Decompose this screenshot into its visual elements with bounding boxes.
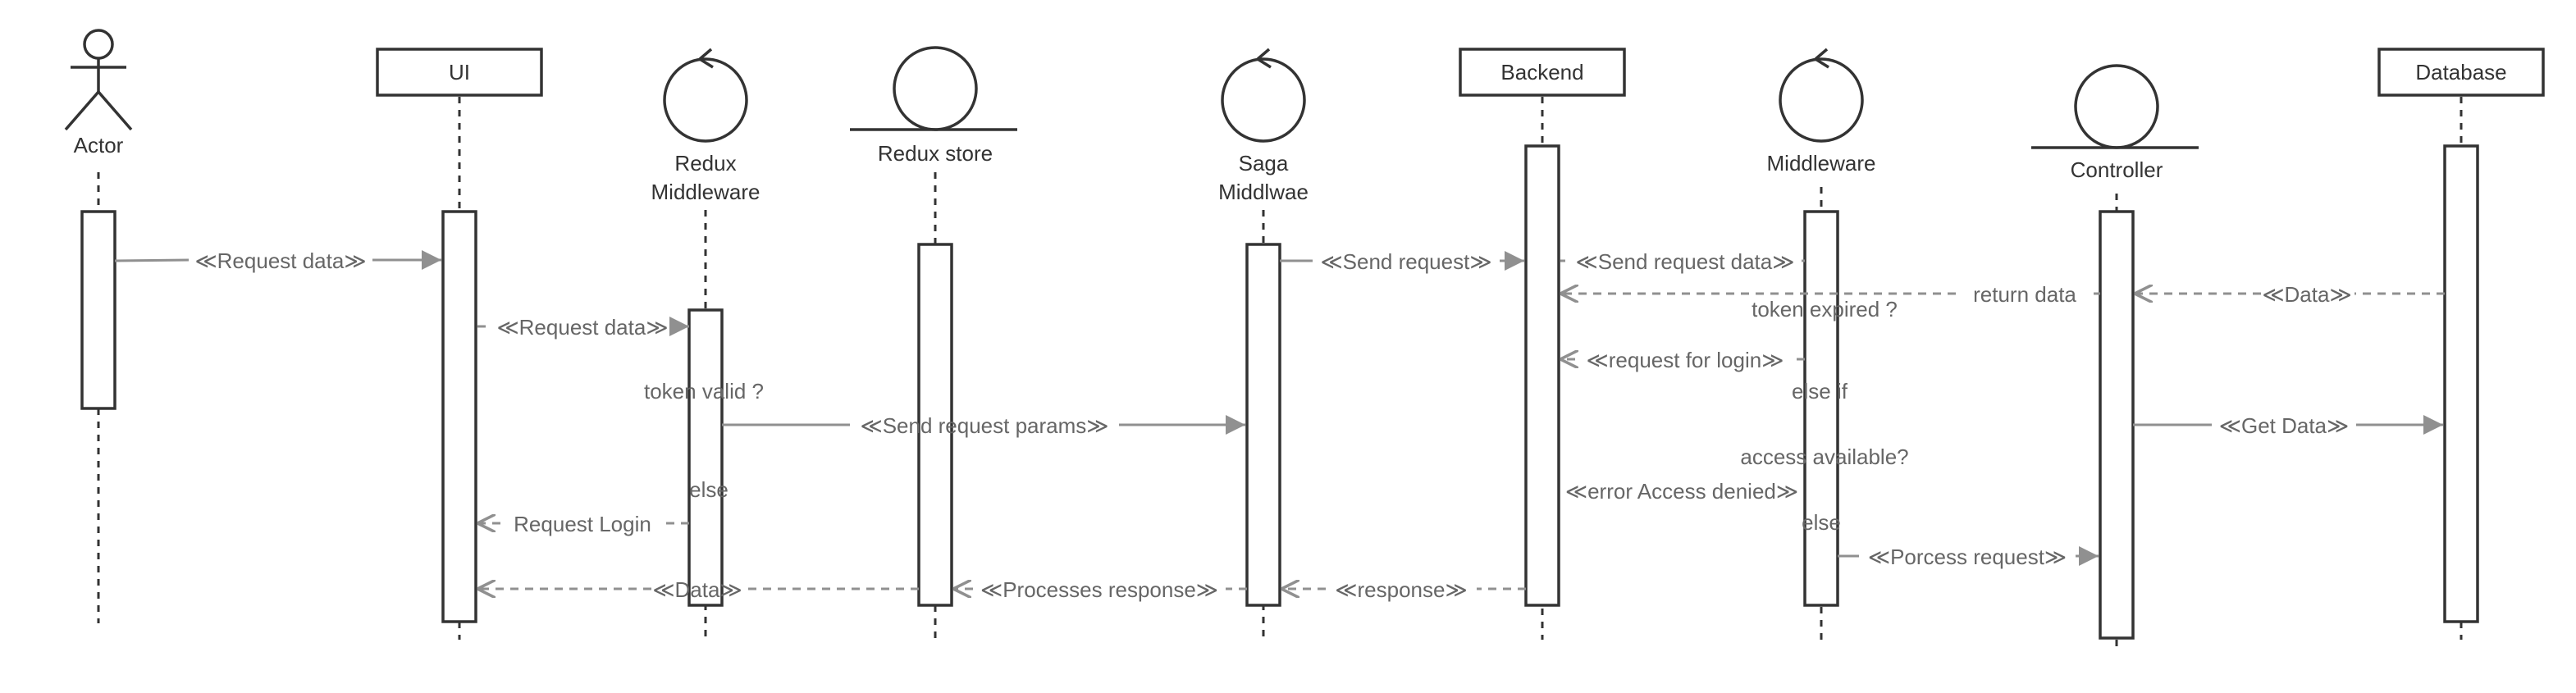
message-label: return data xyxy=(1973,282,2076,307)
message-line xyxy=(114,258,190,262)
message-label: ≪Porcess request≫ xyxy=(1868,545,2067,569)
saga-middleware-participant[interactable]: Saga Middlwae xyxy=(1218,48,1309,204)
redux-middleware-label-line1: Redux xyxy=(674,151,736,176)
actor-stick-figure-icon xyxy=(64,29,133,131)
message-error-access-denied[interactable]: ≪error Access denied≫ xyxy=(1565,479,1798,504)
condition-access-available: access available? xyxy=(1740,445,1908,469)
message-saga-to-backend[interactable]: ≪Send request≫ xyxy=(1280,249,1524,274)
message-label: ≪Data≫ xyxy=(2262,282,2351,307)
redux-middleware-label-line2: Middleware xyxy=(651,180,760,204)
condition-else: else xyxy=(689,477,728,502)
message-label: ≪Send request≫ xyxy=(1320,249,1491,274)
control-circle-icon xyxy=(1779,48,1864,143)
message-porcess-request[interactable]: ≪Porcess request≫ xyxy=(1838,545,2099,569)
redux-store-label: Redux store xyxy=(878,141,993,166)
backend-activation-bar xyxy=(1524,144,1560,607)
ui-participant[interactable]: UI xyxy=(376,48,543,97)
saga-middleware-label-line1: Saga xyxy=(1239,151,1289,176)
message-processes-response[interactable]: ≪Processes response≫ xyxy=(953,577,1247,602)
entity-circle-icon xyxy=(2031,64,2199,149)
ui-activation-bar xyxy=(441,210,477,623)
condition-else-if: else if xyxy=(1792,379,1848,403)
redux-store-activation-bar xyxy=(917,243,953,607)
controller-label: Controller xyxy=(2071,157,2163,182)
message-label: ≪request for login≫ xyxy=(1587,348,1784,372)
condition-else: else xyxy=(1802,510,1841,535)
middleware-activation-bar xyxy=(1803,210,1839,607)
message-label: ≪Get Data≫ xyxy=(2219,413,2350,438)
middleware-label: Middleware xyxy=(1767,151,1876,176)
message-label: ≪error Access denied≫ xyxy=(1565,479,1798,504)
database-label: Database xyxy=(2415,60,2506,84)
message-label: ≪Request data≫ xyxy=(194,248,366,273)
entity-circle-icon xyxy=(850,46,1017,131)
message-label: ≪Send request data≫ xyxy=(1576,249,1795,274)
ui-label: UI xyxy=(449,60,470,84)
message-label: Request Login xyxy=(514,512,651,536)
saga-middleware-label-line2: Middlwae xyxy=(1218,180,1309,204)
actor-label: Actor xyxy=(74,133,124,157)
control-circle-icon xyxy=(1221,48,1306,143)
message-get-data[interactable]: ≪Get Data≫ xyxy=(2133,413,2443,438)
message-return-data[interactable]: return data xyxy=(1560,282,2100,307)
message-label: ≪Processes response≫ xyxy=(980,577,1218,602)
message-ui-to-redux-middleware[interactable]: ≪Request data≫ xyxy=(477,315,689,340)
actor-participant[interactable]: Actor xyxy=(64,29,133,157)
saga-middleware-activation-bar xyxy=(1245,243,1281,607)
database-participant[interactable]: Database xyxy=(2377,48,2545,97)
backend-box xyxy=(1459,48,1626,97)
backend-participant[interactable]: Backend xyxy=(1459,48,1626,97)
message-label: ≪Data≫ xyxy=(652,577,742,602)
message-store-to-ui-data[interactable]: ≪Data≫ xyxy=(477,577,919,602)
condition-token-expired: token expired ? xyxy=(1752,297,1898,321)
message-actor-to-ui[interactable]: ≪Request data≫ xyxy=(114,248,441,273)
actor-activation-bar xyxy=(80,210,116,410)
database-box xyxy=(2377,48,2545,97)
redux-middleware-activation-bar xyxy=(687,308,724,607)
message-database-to-controller[interactable]: ≪Data≫ xyxy=(2135,282,2445,307)
redux-store-participant[interactable]: Redux store xyxy=(850,46,1017,166)
backend-label: Backend xyxy=(1500,60,1583,84)
message-request-login[interactable]: Request Login xyxy=(477,512,689,536)
redux-middleware-participant[interactable]: Redux Middleware xyxy=(651,48,760,204)
control-circle-icon xyxy=(663,48,748,143)
message-label: ≪response≫ xyxy=(1335,577,1467,602)
message-label: ≪Send request params≫ xyxy=(860,413,1108,438)
database-activation-bar xyxy=(2443,144,2479,623)
message-backend-to-middleware[interactable]: ≪Send request data≫ xyxy=(1560,249,1805,274)
condition-token-valid: token valid ? xyxy=(644,379,764,403)
controller-activation-bar xyxy=(2099,210,2135,640)
middleware-participant[interactable]: Middleware xyxy=(1767,48,1876,176)
message-label: ≪Request data≫ xyxy=(496,315,668,340)
activation-bars xyxy=(80,144,2479,640)
message-request-for-login[interactable]: ≪request for login≫ xyxy=(1560,348,1805,372)
controller-participant[interactable]: Controller xyxy=(2031,64,2199,182)
message-redux-middleware-to-saga[interactable]: ≪Send request params≫ xyxy=(722,413,1245,438)
ui-box xyxy=(376,48,543,97)
message-backend-response[interactable]: ≪response≫ xyxy=(1281,577,1526,602)
